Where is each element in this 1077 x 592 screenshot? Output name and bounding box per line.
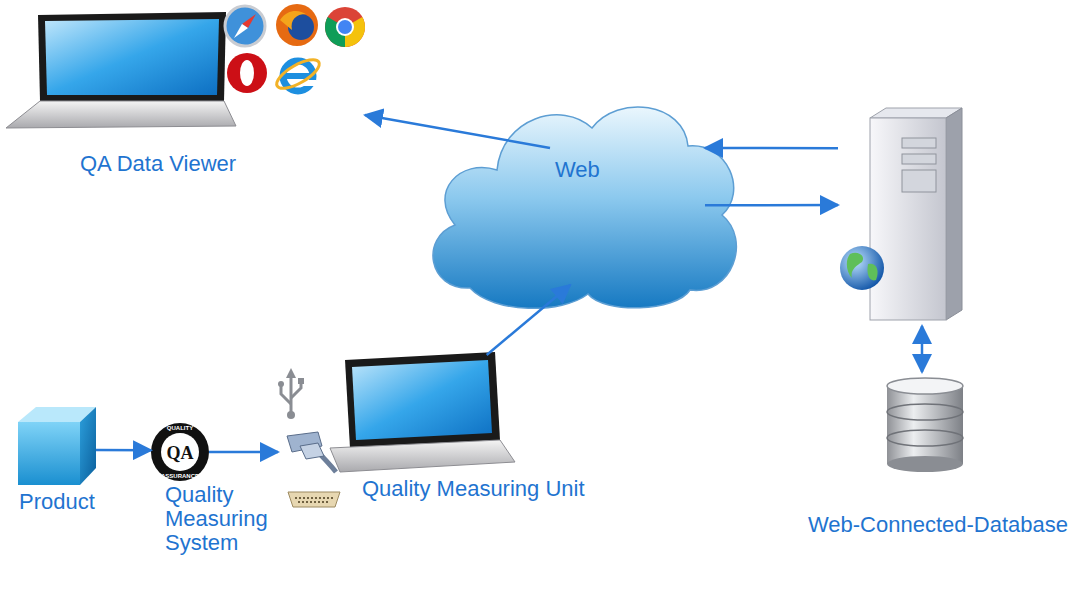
logo-text: QA [167, 444, 194, 462]
node-label: Web-Connected-Database [808, 513, 1068, 537]
laptop-measuring-unit [330, 352, 515, 472]
node-label: Quality Measuring System [165, 483, 275, 555]
laptop-data-viewer [6, 12, 236, 128]
flow-arrow [209, 451, 278, 454]
node-label: QA Data Viewer [80, 152, 236, 176]
flow-arrow [365, 115, 550, 148]
icon-node: Quality Measuring Unit [278, 355, 500, 472]
serial-connector [287, 432, 336, 472]
logo-text: QUALITY [167, 425, 193, 431]
flow-arrow [96, 449, 151, 452]
logo-text: ASSURANCE [161, 473, 199, 479]
icon-node: Product [18, 407, 96, 485]
node-label: Product [0, 490, 126, 514]
usb-symbol [278, 368, 304, 419]
web-cloud [433, 107, 736, 308]
icon-node: QA Data Viewer [5, 5, 365, 130]
product-cube [18, 407, 96, 485]
browser-icons [225, 4, 365, 94]
qa-logo [151, 423, 209, 481]
web-server [840, 108, 962, 320]
node-label: Quality Measuring Unit [362, 477, 585, 501]
icon-node: Web [550, 140, 705, 285]
database-cylinder [887, 378, 963, 472]
flow-arrow [487, 285, 570, 355]
server-db-link [921, 326, 924, 372]
flow-arrow [705, 147, 838, 150]
flow-arrow [705, 204, 838, 207]
node-label: Web [555, 158, 600, 182]
icon-node: Web-Connected-Database [838, 108, 968, 473]
parallel-connector [288, 492, 340, 507]
